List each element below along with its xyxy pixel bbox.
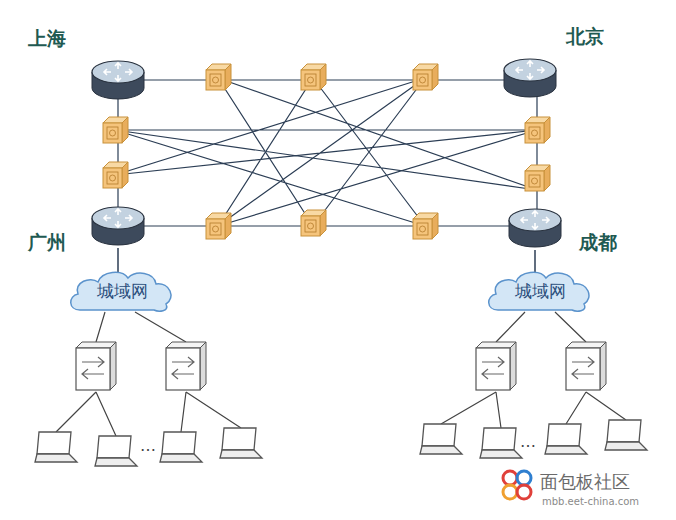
watermark: 面包板社区	[540, 470, 630, 494]
router-node: 广州	[90, 204, 146, 248]
access-lines	[56, 312, 626, 436]
cloud-node: 城域网	[66, 268, 178, 314]
router-icon	[90, 204, 146, 248]
city-label: 成都	[579, 232, 617, 253]
router-node: 北京	[502, 56, 558, 100]
router-node: 成都	[507, 206, 563, 250]
cloud-node: 城域网	[484, 268, 596, 314]
ellipsis: …	[520, 432, 536, 451]
router-icon	[90, 58, 146, 102]
watermark-logo	[503, 471, 531, 499]
access-switches	[76, 342, 606, 390]
switch-cubes	[103, 64, 550, 239]
city-label: 上海	[28, 28, 66, 49]
city-label: 广州	[28, 232, 66, 253]
watermark-url: mbb.eet-china.com	[542, 496, 639, 507]
trunk-lines	[115, 78, 537, 228]
router-icon	[507, 206, 563, 250]
cloud-label: 城域网	[484, 268, 596, 314]
router-node: 上海	[90, 58, 146, 102]
city-label: 北京	[566, 26, 604, 47]
laptops	[35, 420, 647, 466]
link-line	[534, 250, 536, 272]
ellipsis: …	[140, 436, 156, 455]
link-line	[117, 248, 119, 272]
cloud-label: 城域网	[66, 268, 178, 314]
router-icon	[502, 56, 558, 100]
